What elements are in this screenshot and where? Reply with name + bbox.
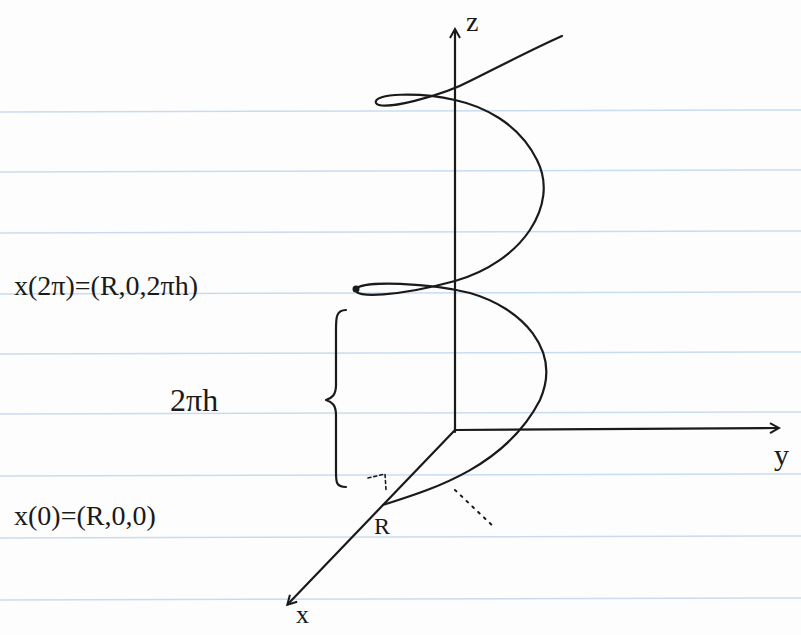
z-axis (454, 30, 456, 432)
dotted-guide (455, 490, 495, 528)
dimension-label: 2πh (170, 384, 218, 416)
point-marker (353, 286, 360, 293)
axis-label: z (466, 8, 478, 36)
height-brace (326, 310, 346, 487)
helix-curve (356, 36, 562, 505)
point-label: x(2π)=(R,0,2πh) (14, 272, 198, 300)
y-axis (455, 428, 778, 430)
radius-label: R (374, 514, 390, 538)
axis-label: y (774, 440, 789, 470)
x-axis (288, 430, 455, 604)
point-label: x(0)=(R,0,0) (14, 502, 156, 530)
axis-label: x (296, 602, 309, 628)
notebook-rules (0, 110, 801, 600)
angle-marker (368, 474, 386, 490)
